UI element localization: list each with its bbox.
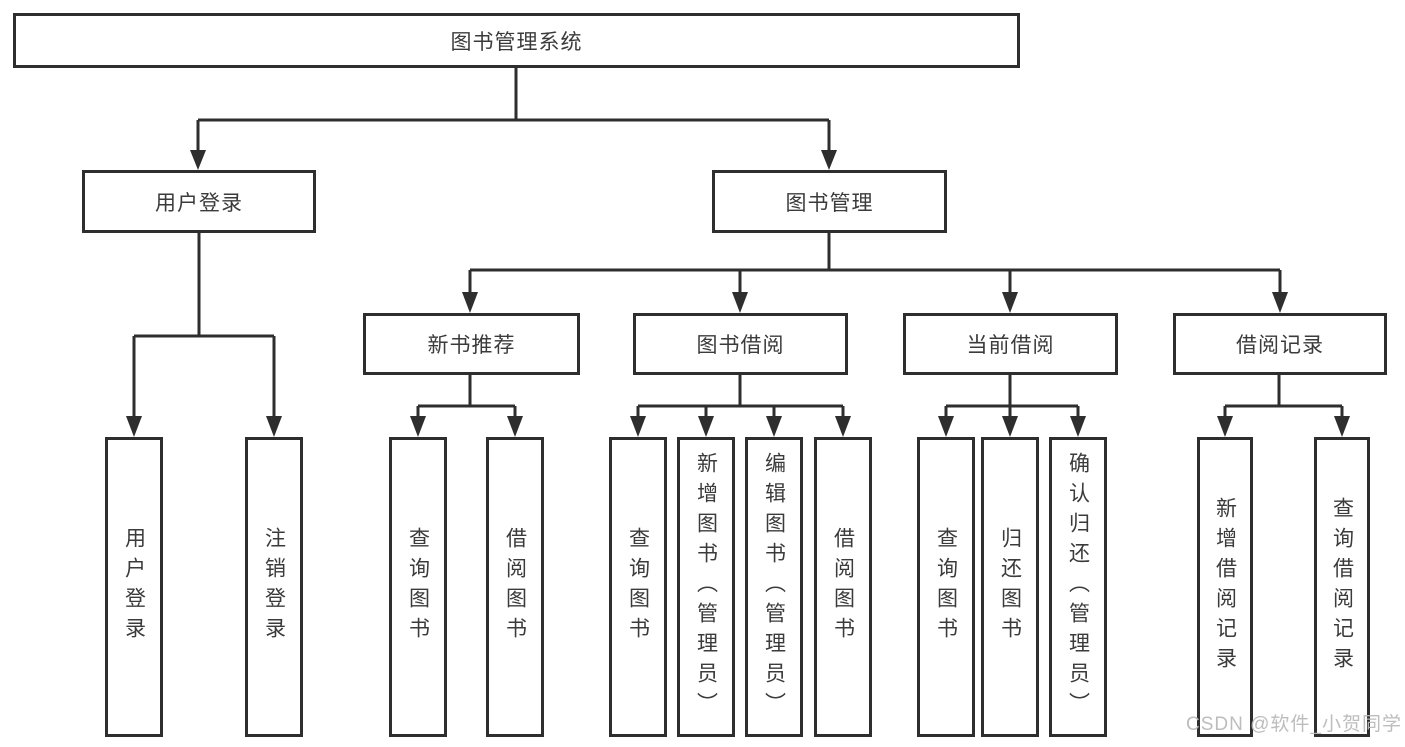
node-current-borrow: 当前借阅 (903, 313, 1118, 375)
leaf-current-return-books: 归还图书 (981, 437, 1039, 737)
leaf-borrow-borrow-books: 借阅图书 (814, 437, 872, 737)
leaf-recommend-borrow-books: 借阅图书 (486, 437, 544, 737)
leaf-borrow-add-books-admin: 新增图书（管理员） (677, 437, 735, 737)
leaf-borrow-query-books: 查询图书 (609, 437, 667, 737)
leaf-current-confirm-return-admin: 确认归还（管理员） (1049, 437, 1107, 737)
node-user-login: 用户登录 (82, 170, 316, 233)
leaf-recommend-query-books: 查询图书 (389, 437, 447, 737)
node-borrow-records: 借阅记录 (1173, 313, 1387, 375)
node-root: 图书管理系统 (13, 13, 1020, 68)
leaf-current-query-books: 查询图书 (917, 437, 975, 737)
leaf-records-query-record: 查询借阅记录 (1314, 437, 1370, 737)
csdn-watermark: CSDN @软件_小贺同学 (1186, 714, 1402, 735)
node-new-book-recommend: 新书推荐 (363, 313, 580, 375)
node-book-borrow: 图书借阅 (633, 313, 848, 375)
leaf-user-login: 用户登录 (105, 437, 163, 737)
leaf-borrow-edit-books-admin: 编辑图书（管理员） (745, 437, 803, 737)
leaf-records-add-record: 新增借阅记录 (1197, 437, 1253, 737)
node-book-management: 图书管理 (712, 170, 947, 233)
leaf-logout: 注销登录 (245, 437, 303, 737)
arrowheads (126, 150, 1350, 437)
